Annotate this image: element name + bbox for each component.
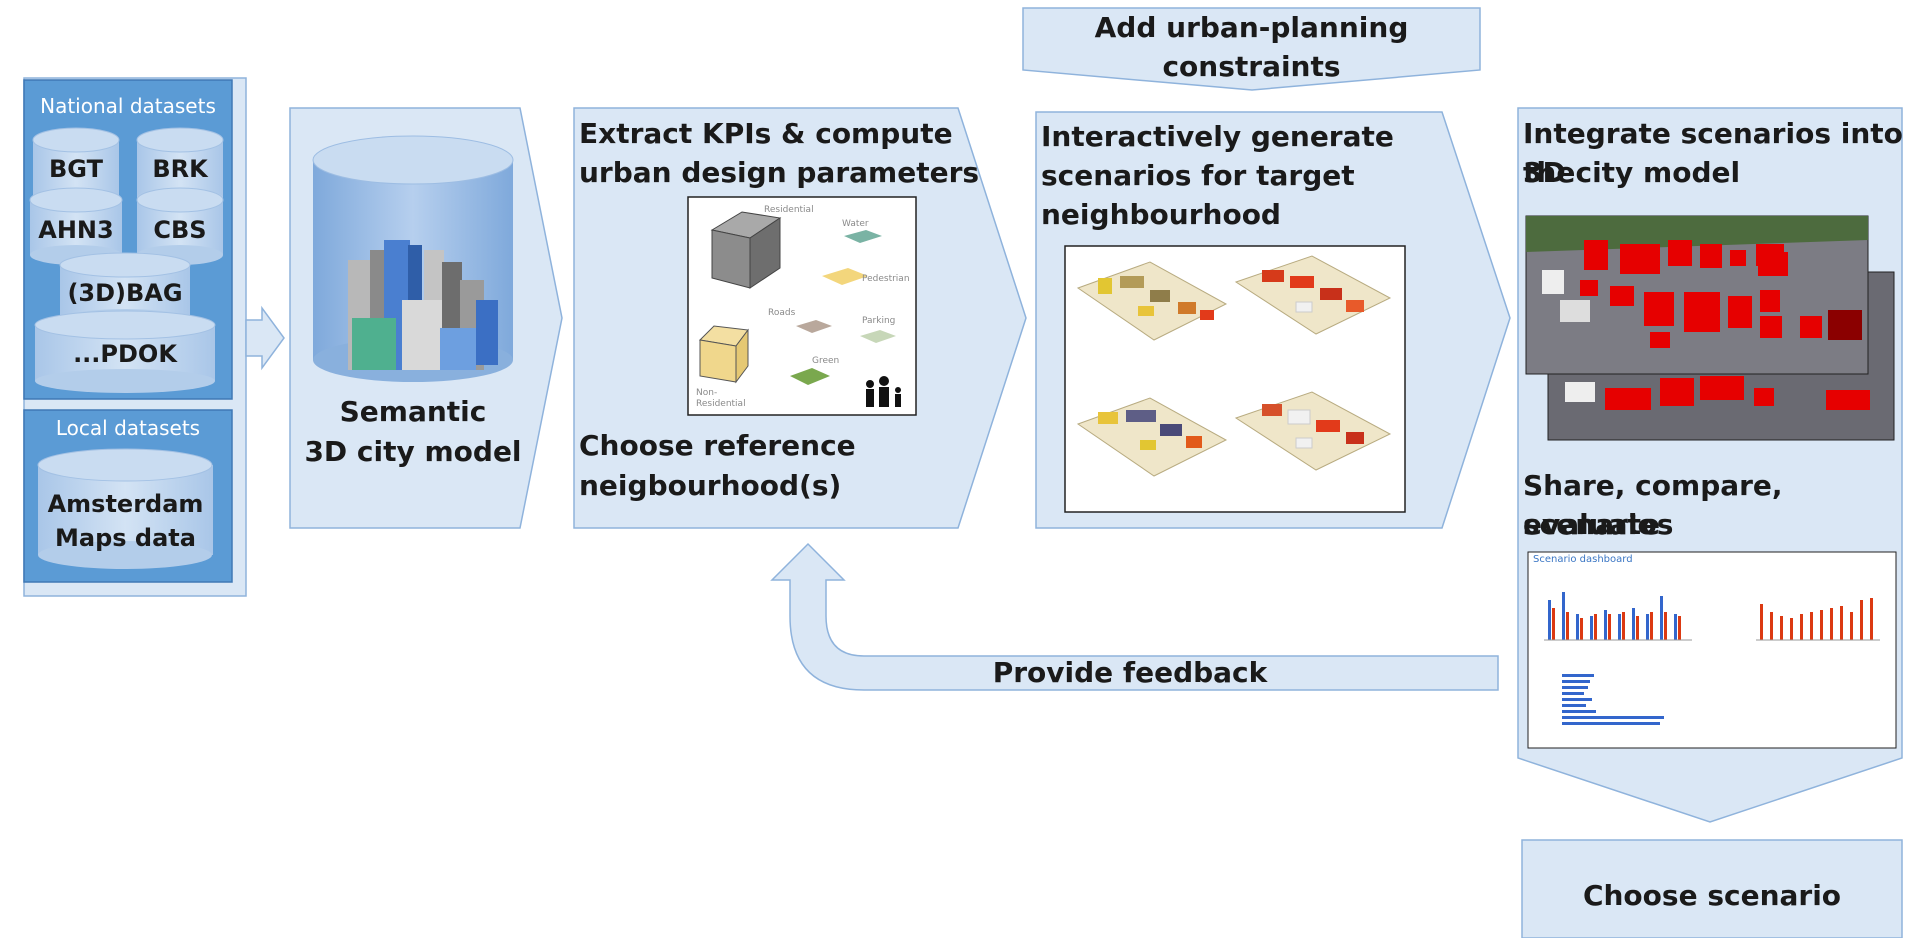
generate-title-line1: Interactively generate bbox=[1041, 120, 1394, 153]
scenario-block-4 bbox=[1234, 391, 1392, 471]
integrate-title-line1: Integrate scenarios into the bbox=[1523, 117, 1903, 189]
residential-cube-icon bbox=[710, 211, 782, 289]
cylinder-ahn3 bbox=[29, 187, 123, 265]
share-title-line2: scenarios bbox=[1523, 508, 1674, 541]
integrate-title-line2: 3D city model bbox=[1523, 156, 1741, 189]
city-model-label-line1: Semantic bbox=[339, 395, 487, 428]
figure-label-green: Green bbox=[812, 356, 840, 366]
constraints-label: Add urban-planning constraints bbox=[1094, 11, 1409, 83]
dataset-brk-label: BRK bbox=[152, 155, 208, 183]
scenario-dashboard bbox=[1527, 551, 1897, 749]
figure-label-non: Non- bbox=[696, 388, 718, 398]
kpi-panel bbox=[573, 107, 1027, 529]
scenario-block-3 bbox=[1076, 397, 1228, 477]
dataset-bgt-label: BGT bbox=[49, 155, 103, 183]
national-datasets-title: National datasets bbox=[40, 94, 216, 118]
figure-label-pedestrian: Pedestrian bbox=[862, 274, 910, 284]
figure-label-residential: Residential bbox=[764, 205, 814, 215]
scenario-block-2 bbox=[1234, 255, 1392, 335]
city-model-panel bbox=[289, 107, 563, 529]
local-datasets-title: Local datasets bbox=[55, 416, 201, 440]
scenario-block-1 bbox=[1076, 261, 1228, 341]
cylinder-pdok bbox=[34, 310, 216, 393]
choose-scenario-box bbox=[1521, 839, 1903, 938]
dataset-pdok-label: ...PDOK bbox=[73, 340, 177, 368]
green-tile bbox=[790, 368, 830, 385]
generate-panel bbox=[1035, 111, 1511, 529]
constraints-arrow-shape bbox=[1022, 7, 1481, 91]
kpi-title-line2: urban design parameters bbox=[579, 156, 980, 189]
roads-tile bbox=[796, 320, 832, 333]
parking-tile bbox=[860, 330, 896, 343]
feedback-arrow-shape bbox=[770, 542, 1499, 691]
generate-title-line2: scenarios for target bbox=[1041, 159, 1355, 192]
feedback-label: Provide feedback bbox=[992, 656, 1268, 689]
figure-label-parking: Parking bbox=[862, 316, 896, 326]
generate-title-line3: neighbourhood bbox=[1041, 198, 1281, 231]
figure-label-non-residential: Residential bbox=[696, 399, 746, 409]
dataset-cbs-label: CBS bbox=[153, 216, 207, 244]
datasets-panel bbox=[23, 77, 247, 597]
pedestrian-tile bbox=[822, 268, 868, 285]
people-icon bbox=[866, 376, 901, 407]
non-residential-cube-icon bbox=[698, 325, 749, 384]
reference-title-line1: Choose reference bbox=[579, 429, 856, 462]
datasets-to-model-arrow bbox=[245, 305, 285, 371]
cylinder-cbs bbox=[136, 187, 224, 265]
kpi-title-line1: Extract KPIs & compute bbox=[579, 117, 953, 150]
integrate-panel bbox=[1517, 107, 1903, 823]
water-tile bbox=[844, 230, 882, 243]
dataset-amsterdam-line1: Amsterdam bbox=[47, 490, 204, 518]
dashboard-bar-chart-2 bbox=[1756, 598, 1880, 641]
dataset-ahn3-label: AHN3 bbox=[38, 216, 114, 244]
city-buildings-illustration bbox=[348, 240, 498, 370]
dashboard-bar-chart-1 bbox=[1544, 592, 1692, 641]
figure-label-roads: Roads bbox=[768, 308, 796, 318]
dashboard-hbar-chart bbox=[1562, 674, 1664, 725]
figure-label-water: Water bbox=[842, 219, 869, 229]
reference-title-line2: neigbourhood(s) bbox=[579, 469, 842, 502]
city-model-label-line2: 3D city model bbox=[304, 435, 522, 468]
dataset-amsterdam-line2: Maps data bbox=[55, 524, 196, 552]
share-title-line1: Share, compare, evaluate bbox=[1523, 469, 1783, 541]
dataset-3dbag-label: (3D)BAG bbox=[67, 279, 183, 307]
choose-scenario-label: Choose scenario bbox=[1582, 879, 1842, 912]
cylinder-amsterdam bbox=[37, 448, 213, 569]
dashboard-title: Scenario dashboard bbox=[1533, 554, 1633, 565]
